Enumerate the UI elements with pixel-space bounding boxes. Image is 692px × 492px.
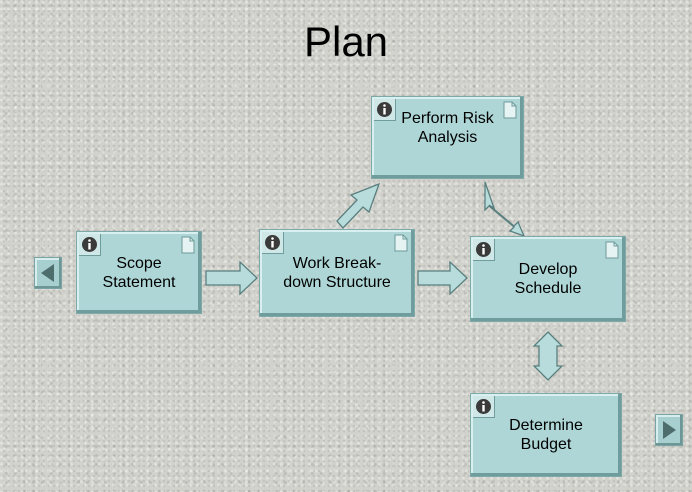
arrow-wbs-to-risk [336,182,381,229]
right-arrow-icon [663,421,676,439]
previous-button[interactable] [34,257,62,289]
next-button[interactable] [655,414,683,446]
info-icon[interactable] [473,396,495,418]
node-perform-risk-analysis[interactable]: Perform Risk Analysis [371,96,524,179]
page-title: Plan [303,18,389,65]
node-label: Perform Risk Analysis [401,109,494,146]
node-label: Determine Budget [509,417,583,453]
arrow-scope-to-wbs [205,260,258,296]
info-icon[interactable] [473,239,495,261]
node-label: Work Break- down Structure [283,255,391,291]
document-icon[interactable] [605,241,619,259]
node-work-breakdown-structure[interactable]: Work Break- down Structure [259,229,415,317]
node-label: Develop Schedule [514,261,582,297]
document-icon[interactable] [503,101,517,119]
arrow-risk-schedule-bidirectional [484,181,526,238]
node-scope-statement[interactable]: Scope Statement [76,231,202,314]
arrow-wbs-to-schedule [417,260,468,296]
info-icon[interactable] [374,99,396,121]
arrow-schedule-budget-bidirectional [532,331,564,381]
node-determine-budget[interactable]: Determine Budget [470,393,622,477]
left-arrow-icon [41,264,54,282]
node-label: Scope Statement [102,254,176,291]
info-icon[interactable] [79,234,101,256]
document-icon[interactable] [181,236,195,254]
document-icon[interactable] [394,234,408,252]
info-icon[interactable] [262,232,284,254]
node-develop-schedule[interactable]: Develop Schedule [470,236,626,322]
